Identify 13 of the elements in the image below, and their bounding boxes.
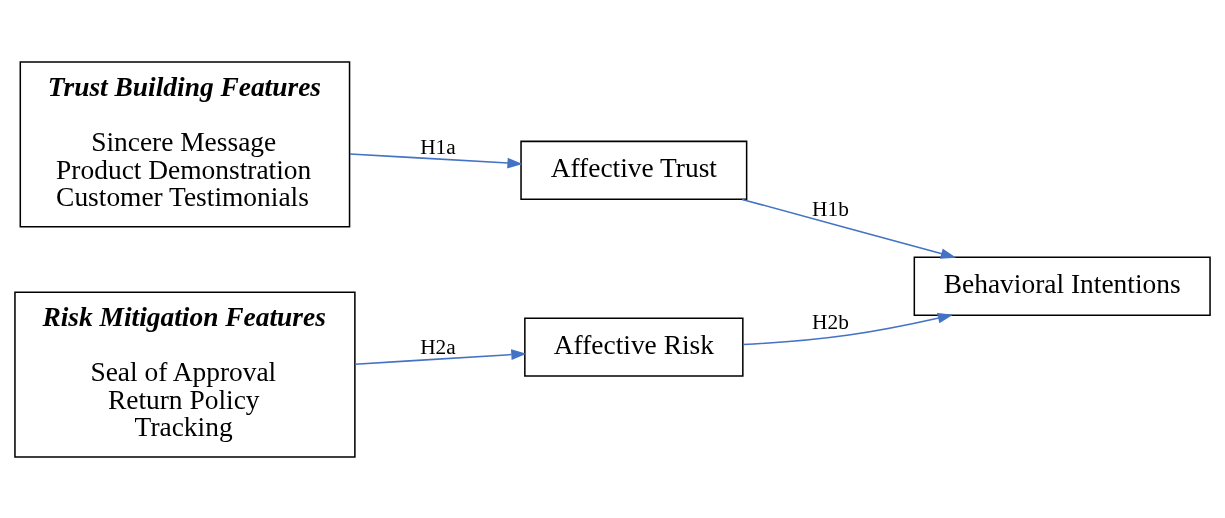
edge-label: H1a	[420, 134, 456, 159]
edge-label: H2b	[812, 309, 849, 334]
node-box: Risk Mitigation Features Seal of Approval Return Policy Tracking	[14, 291, 356, 458]
arrow	[349, 152, 523, 168]
arrow	[742, 312, 954, 345]
node-box: Affective Risk	[524, 316, 744, 377]
edge-label: H1b	[812, 196, 849, 221]
edge-label: H2a	[420, 334, 456, 359]
node-box: Affective Trust	[520, 140, 748, 200]
arrow	[354, 348, 527, 365]
arrow	[741, 198, 957, 259]
node-box: Trust Building Features Sincere Message Product Demonstration Customer Testimonials	[19, 60, 351, 227]
node-box: Behavioral Intentions	[913, 255, 1211, 316]
